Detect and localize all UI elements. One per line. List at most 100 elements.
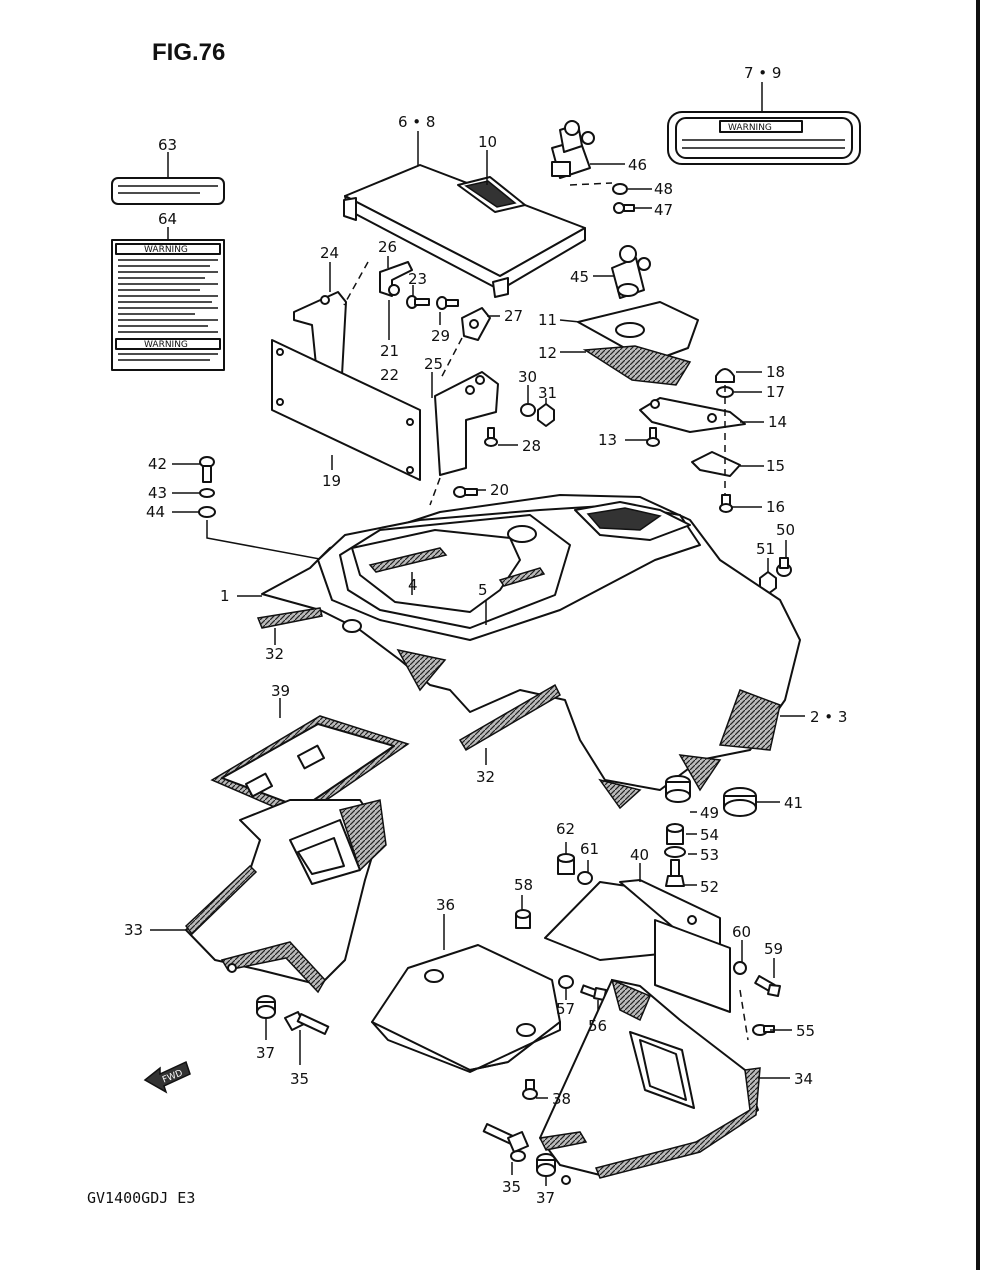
callout-55: 55 bbox=[796, 1022, 815, 1040]
part-lock-46 bbox=[551, 120, 595, 179]
part-cover-36 bbox=[371, 944, 561, 1073]
part-screw-20 bbox=[453, 486, 478, 498]
callout-35b: 35 bbox=[502, 1178, 521, 1196]
part-pad-12 bbox=[582, 345, 692, 386]
callout-38: 38 bbox=[552, 1090, 571, 1108]
part-washer-48 bbox=[612, 183, 628, 195]
part-bracket-40 bbox=[544, 879, 731, 1013]
callout-41: 41 bbox=[784, 794, 803, 812]
callout-33: 33 bbox=[124, 921, 143, 939]
part-collar-54 bbox=[666, 823, 684, 845]
callout-54: 54 bbox=[700, 826, 719, 844]
callout-13: 13 bbox=[598, 431, 617, 449]
callout-52: 52 bbox=[700, 878, 719, 896]
callout-16: 16 bbox=[766, 498, 785, 516]
callout-47: 47 bbox=[654, 201, 673, 219]
model-code: GV1400GDJ E3 bbox=[87, 1189, 195, 1207]
part-cover-34 bbox=[538, 978, 761, 1185]
callout-48: 48 bbox=[654, 180, 673, 198]
part-screw-28 bbox=[484, 427, 498, 447]
part-screw-29 bbox=[436, 296, 459, 310]
part-trunk-lid bbox=[343, 164, 586, 298]
callout-15: 15 bbox=[766, 457, 785, 475]
part-bracket-15 bbox=[691, 451, 741, 477]
callout-labels: 7 • 9 6 • 8 10 46 48 47 63 64 24 26 23 2… bbox=[124, 64, 847, 1207]
callout-26: 26 bbox=[378, 238, 397, 256]
callout-60: 60 bbox=[732, 923, 751, 941]
part-label-63 bbox=[111, 177, 225, 205]
callout-53: 53 bbox=[700, 846, 719, 864]
callout-58: 58 bbox=[514, 876, 533, 894]
callout-14: 14 bbox=[768, 413, 787, 431]
callout-10: 10 bbox=[478, 133, 497, 151]
callout-23: 23 bbox=[408, 270, 427, 288]
part-screw-47 bbox=[613, 202, 635, 214]
part-washer-30 bbox=[520, 403, 536, 417]
callout-51: 51 bbox=[756, 540, 775, 558]
callout-24: 24 bbox=[320, 244, 339, 262]
callout-1: 1 bbox=[220, 587, 230, 605]
part-cap-nut-18 bbox=[715, 368, 735, 383]
figure-title: FIG.76 bbox=[152, 39, 225, 66]
callout-22: 22 bbox=[380, 366, 399, 384]
callout-63: 63 bbox=[158, 136, 177, 154]
callout-7-9: 7 • 9 bbox=[744, 64, 781, 82]
warning-plate-text: WARNING bbox=[728, 123, 772, 133]
callout-57: 57 bbox=[556, 1000, 575, 1018]
callout-25: 25 bbox=[424, 355, 443, 373]
part-cover-33 bbox=[184, 799, 387, 994]
callout-12: 12 bbox=[538, 344, 557, 362]
part-grommet-37b bbox=[536, 1153, 556, 1177]
part-warning-card: WARNING WARNING bbox=[111, 239, 225, 371]
part-lock-45 bbox=[611, 245, 651, 299]
part-bolt-52 bbox=[665, 859, 685, 887]
part-nut-31 bbox=[537, 403, 555, 427]
part-bolt-59 bbox=[754, 975, 781, 997]
part-bolt-35b bbox=[482, 1123, 529, 1162]
part-grommet-49 bbox=[665, 775, 691, 803]
part-trunk-body bbox=[261, 494, 801, 810]
part-trim-32a bbox=[256, 607, 323, 629]
part-washer-43 bbox=[199, 488, 215, 498]
part-bolt-50 bbox=[776, 557, 792, 577]
callout-32a: 32 bbox=[265, 645, 284, 663]
fwd-arrow-icon: FWD bbox=[143, 1060, 191, 1094]
callout-62: 62 bbox=[556, 820, 575, 838]
callout-18: 18 bbox=[766, 363, 785, 381]
callout-21: 21 bbox=[380, 342, 399, 360]
callout-34: 34 bbox=[794, 1070, 813, 1088]
callout-40: 40 bbox=[630, 846, 649, 864]
callout-49: 49 bbox=[700, 804, 719, 822]
callout-59: 59 bbox=[764, 940, 783, 958]
part-bracket-26 bbox=[379, 261, 413, 297]
callout-31: 31 bbox=[538, 384, 557, 402]
part-bracket-25 bbox=[434, 371, 499, 476]
part-bolt-13 bbox=[646, 427, 660, 447]
callout-2-3: 2 • 3 bbox=[810, 708, 847, 726]
callout-46: 46 bbox=[628, 156, 647, 174]
callout-44: 44 bbox=[146, 503, 165, 521]
callout-28: 28 bbox=[522, 437, 541, 455]
callout-37b: 37 bbox=[536, 1189, 555, 1207]
part-grommet-41 bbox=[723, 787, 757, 817]
part-collar-62 bbox=[557, 853, 575, 875]
callout-35a: 35 bbox=[290, 1070, 309, 1088]
part-bracket-27 bbox=[461, 307, 491, 341]
part-panel-19 bbox=[271, 339, 421, 481]
part-screw-38 bbox=[522, 1079, 538, 1100]
warning-card-bottom-text: WARNING bbox=[144, 340, 188, 350]
part-washer-60 bbox=[733, 961, 747, 975]
part-grommet-37a bbox=[256, 995, 276, 1019]
callout-11: 11 bbox=[538, 311, 557, 329]
callout-56: 56 bbox=[588, 1017, 607, 1035]
callout-36: 36 bbox=[436, 896, 455, 914]
callout-61: 61 bbox=[580, 840, 599, 858]
part-screw-55 bbox=[752, 1024, 775, 1036]
callout-6-8: 6 • 8 bbox=[398, 113, 435, 131]
warning-card-top-text: WARNING bbox=[144, 245, 188, 255]
part-washer-57 bbox=[558, 975, 574, 989]
callout-27: 27 bbox=[504, 307, 523, 325]
callout-19: 19 bbox=[322, 472, 341, 490]
part-washer-44 bbox=[198, 506, 216, 518]
